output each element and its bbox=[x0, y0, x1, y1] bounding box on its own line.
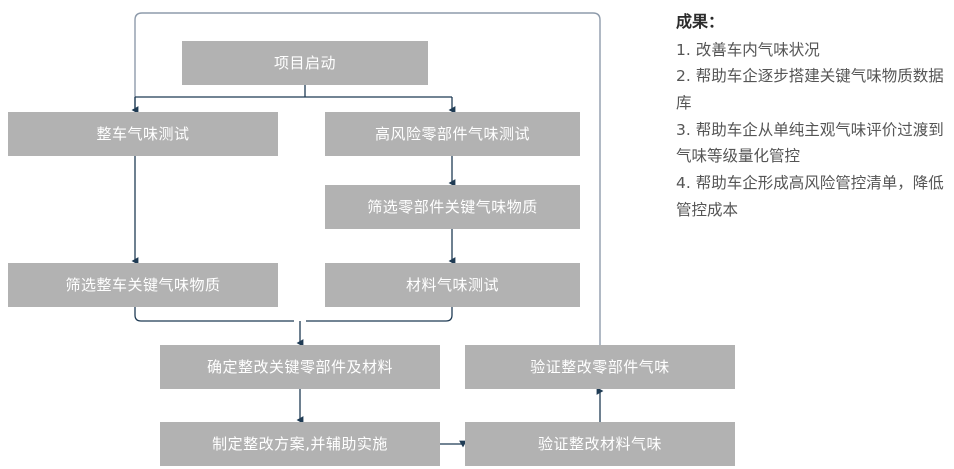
node-label: 制定整改方案‚并辅助实施 bbox=[212, 434, 388, 453]
node-label: 筛选零部件关键气味物质 bbox=[367, 197, 538, 216]
node-screen-part-key-substances[interactable]: 筛选零部件关键气味物质 bbox=[325, 185, 580, 229]
merge-bracket-left bbox=[134, 307, 294, 322]
node-label: 整车气味测试 bbox=[96, 124, 190, 143]
results-panel: 成果： 1. 改善车内气味状况 2. 帮助车企逐步搭建关键气味物质数据库 3. … bbox=[676, 10, 946, 223]
flow-connectors bbox=[131, 12, 604, 448]
node-verify-material-odor[interactable]: 验证整改材料气味 bbox=[465, 422, 735, 466]
node-label: 验证整改材料气味 bbox=[537, 434, 662, 453]
node-high-risk-part-test[interactable]: 高风险零部件气味测试 bbox=[325, 112, 580, 156]
result-item: 1. 改善车内气味状况 bbox=[676, 40, 820, 59]
node-make-rectification-plan[interactable]: 制定整改方案‚并辅助实施 bbox=[160, 422, 440, 466]
node-vehicle-odor-test[interactable]: 整车气味测试 bbox=[8, 112, 278, 156]
node-confirm-key-parts-materials[interactable]: 确定整改关键零部件及材料 bbox=[160, 345, 440, 389]
node-label: 项目启动 bbox=[273, 53, 336, 72]
node-label: 材料气味测试 bbox=[405, 275, 499, 294]
result-item: 2. 帮助车企逐步搭建关键气味物质数据库 bbox=[676, 67, 944, 113]
result-item: 3. 帮助车企从单纯主观气味评价过渡到气味等级量化管控 bbox=[676, 120, 944, 166]
result-item: 4. 帮助车企形成高风险管控清单，降低管控成本 bbox=[676, 174, 944, 219]
node-label: 筛选整车关键气味物质 bbox=[65, 275, 221, 294]
outer-feedback-bracket bbox=[134, 12, 601, 345]
node-project-start[interactable]: 项目启动 bbox=[182, 41, 428, 85]
merge-bracket-right bbox=[306, 307, 453, 322]
node-label: 确定整改关键零部件及材料 bbox=[206, 357, 393, 376]
node-screen-vehicle-key-substances[interactable]: 筛选整车关键气味物质 bbox=[8, 263, 278, 307]
results-title: 成果： bbox=[676, 12, 725, 31]
node-verify-part-odor[interactable]: 验证整改零部件气味 bbox=[465, 345, 735, 389]
node-material-odor-test[interactable]: 材料气味测试 bbox=[325, 263, 580, 307]
node-label: 验证整改零部件气味 bbox=[530, 357, 670, 376]
node-label: 高风险零部件气味测试 bbox=[374, 124, 530, 143]
